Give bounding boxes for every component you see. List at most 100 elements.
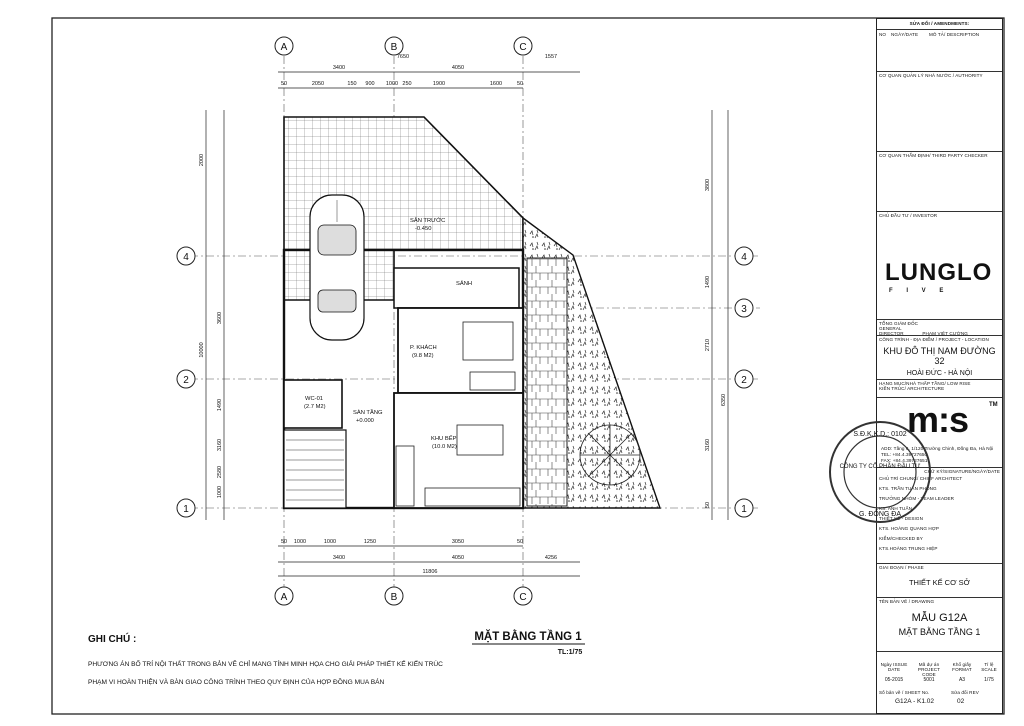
dim-left-5: 1000 xyxy=(217,486,223,498)
svg-text:3: 3 xyxy=(741,304,747,315)
svg-text:1: 1 xyxy=(741,504,747,515)
consultant-tel: TEL: +84.4.39727650 xyxy=(881,452,928,457)
dim-top2-6: 1900 xyxy=(433,81,445,87)
grid-b-top: B xyxy=(384,36,404,56)
drawing-name: MẶT BẰNG TẦNG 1 xyxy=(898,627,981,638)
svg-text:A: A xyxy=(281,42,288,53)
meta-format: A3 xyxy=(958,677,966,683)
lunglo-logo: LUNGLO xyxy=(885,259,993,286)
meta-head-code: Mã dự án PROJECT CODE xyxy=(917,662,941,678)
grid-a-bottom: A xyxy=(274,586,294,606)
rev-number: 02 xyxy=(957,698,965,705)
title-block: SỬA ĐỔI / AMENDMENTS: NO NGÀY/DATE MÔ TẢ… xyxy=(876,18,1003,714)
drawing-scale: TL:1/75 xyxy=(558,649,583,656)
plan-body: SÂN TRƯỚC -0.450 SẢNH P. KHÁCH (9.8 M2) … xyxy=(282,116,661,510)
lunglo-logo-sub: F I V E xyxy=(889,288,950,294)
dim-bot2-1: 4050 xyxy=(452,555,464,561)
svg-text:C: C xyxy=(519,42,526,53)
car-icon xyxy=(309,194,365,341)
sheet-border xyxy=(51,17,1005,715)
label-san-truoc: SÂN TRƯỚC xyxy=(410,217,445,224)
dim-bot1-0: 50 xyxy=(281,539,287,545)
phase-box: GIAI ĐOẠN / PHASE THIẾT KẾ CƠ SỞ xyxy=(877,563,1002,597)
ms-trademark: TM xyxy=(989,402,998,408)
roles-box: CHỮ KÝ/SIGNATURE/NGÀY/DATE CHỦ TRÌ CHUNG… xyxy=(877,467,1002,563)
sheet-number: G12A - K1.02 xyxy=(895,698,935,705)
dim-left-2: 1490 xyxy=(217,399,223,411)
company-stamp: S.Đ.K.K.D.: 0102 CÔNG TY CỔ PHẦN ĐẦU TƯ … xyxy=(829,421,931,523)
investor-box: CHỦ ĐẦU TƯ / INVESTOR LUNGLO F I V E xyxy=(877,211,1002,319)
dim-top2-0: 50 xyxy=(281,81,287,87)
meta-date: 05-2015 xyxy=(884,677,904,683)
stair xyxy=(283,429,347,509)
project-box: CÔNG TRÌNH - ĐỊA ĐIỂM / PROJECT - LOCATI… xyxy=(877,335,1002,379)
dim-left-3: 3160 xyxy=(217,439,223,451)
grid-b-bottom: B xyxy=(384,586,404,606)
role-4: THIẾT KẾ - DESIGN xyxy=(879,516,923,522)
grid-1-right: 1 xyxy=(734,498,754,518)
amend-table: NO NGÀY/DATE MÔ TẢ/ DESCRIPTION xyxy=(877,29,1002,57)
sheet-label: Số bản vẽ / SHEET No. xyxy=(879,690,930,695)
wc xyxy=(283,379,343,429)
grid-c-top: C xyxy=(513,36,533,56)
project-location: HOÀI ĐỨC - HÀ NỘI xyxy=(906,369,973,377)
dim-left-total: 10000 xyxy=(199,342,205,357)
authority-box: CƠ QUAN QUẢN LÝ NHÀ NƯỚC / AUTHORITY xyxy=(877,71,1002,151)
dim-bot2-0: 3400 xyxy=(333,555,345,561)
meta-head-scale: Tỉ lệ SCALE xyxy=(981,662,997,673)
dim-right-1: 1490 xyxy=(705,276,711,288)
notes-line-1: PHƯƠNG ÁN BỐ TRÍ NỘI THẤT TRONG BẢN VẼ C… xyxy=(88,658,443,668)
dim-top2-1: 2050 xyxy=(312,81,324,87)
drawing-title: MẶT BẰNG TẦNG 1 xyxy=(474,630,582,643)
label-bep: KHU BẾP xyxy=(431,435,457,442)
meta-head-date: Ngày ISSUE DATE xyxy=(880,662,908,673)
dim-top-3: 1557 xyxy=(545,54,557,60)
ms-logo: m:s xyxy=(907,399,969,440)
dim-bot1-1: 1000 xyxy=(294,539,306,545)
label-khach-area: (9.8 M2) xyxy=(412,353,434,359)
category-box: HẠNG MỤC/NHÀ THẤP TẦNG/ LOW RISE KIẾN TR… xyxy=(877,379,1002,397)
grid-4-left: 4 xyxy=(176,246,196,266)
notes-line-2: PHẠM VI HOÀN THIỆN VÀ BÀN GIAO CÔNG TRÌN… xyxy=(88,676,385,686)
dim-top-total: 7650 xyxy=(397,54,409,60)
role-0: CHỦ TRÌ CHUNG/ CHIEF ARCHITECT xyxy=(879,476,963,482)
category-label: HẠNG MỤC/NHÀ THẤP TẦNG/ LOW RISE xyxy=(879,381,971,386)
grid-a-top: A xyxy=(274,36,294,56)
dim-top2-7: 1600 xyxy=(490,81,502,87)
label-san-truoc-lvl: -0.450 xyxy=(415,226,431,232)
grid-3-right: 3 xyxy=(734,298,754,318)
consultant-fax: FAX: +84.4.39727651 xyxy=(881,458,928,463)
drawing-name-box: TÊN BẢN VẼ / DRAWING MẪU G12A MẶT BẰNG T… xyxy=(877,597,1002,651)
dim-top2-5: 250 xyxy=(402,81,411,87)
dim-top2-8: 50 xyxy=(517,81,523,87)
dim-top-1: 3400 xyxy=(333,65,345,71)
content-label: KIẾN TRÚC/ ARCHITECTURE xyxy=(879,386,945,392)
amend-col-desc: MÔ TẢ/ DESCRIPTION xyxy=(929,32,980,37)
phase-label: GIAI ĐOẠN / PHASE xyxy=(879,565,924,570)
gd-box: TỔNG GIÁM ĐỐC GENERAL DIRECTOR PHẠM VIỆT… xyxy=(877,319,1002,336)
dim-top2-2: 150 xyxy=(347,81,356,87)
stamp-registry: S.Đ.K.K.D.: 0102 xyxy=(853,431,906,438)
svg-text:A: A xyxy=(281,592,288,603)
dim-top2-3: 900 xyxy=(365,81,374,87)
dim-top-2: 4050 xyxy=(452,65,464,71)
dim-bot-total: 11806 xyxy=(423,569,438,575)
dim-bot1-2: 1000 xyxy=(324,539,336,545)
svg-text:C: C xyxy=(519,592,526,603)
grid-2-right: 2 xyxy=(734,369,754,389)
grid-1-left: 1 xyxy=(176,498,196,518)
meta-code: 5001 xyxy=(923,677,935,683)
role-7: KTS.HOÀNG TRUNG HIỆP xyxy=(879,546,938,552)
dim-left-1: 3600 xyxy=(217,312,223,324)
svg-text:B: B xyxy=(391,592,398,603)
project-name: KHU ĐÔ THỊ NAM ĐƯỜNG 32 xyxy=(883,346,996,366)
dim-bot1-4: 3050 xyxy=(452,539,464,545)
svg-text:2: 2 xyxy=(741,375,747,386)
dim-bot1-5: 50 xyxy=(517,539,523,545)
meta-scale: 1/75 xyxy=(984,677,994,683)
label-san-tang: SÀN TẦNG xyxy=(353,409,383,416)
label-wc: WC-01 xyxy=(305,396,323,402)
dim-right-4: 3160 xyxy=(705,439,711,451)
dim-right-2: 2710 xyxy=(705,339,711,351)
